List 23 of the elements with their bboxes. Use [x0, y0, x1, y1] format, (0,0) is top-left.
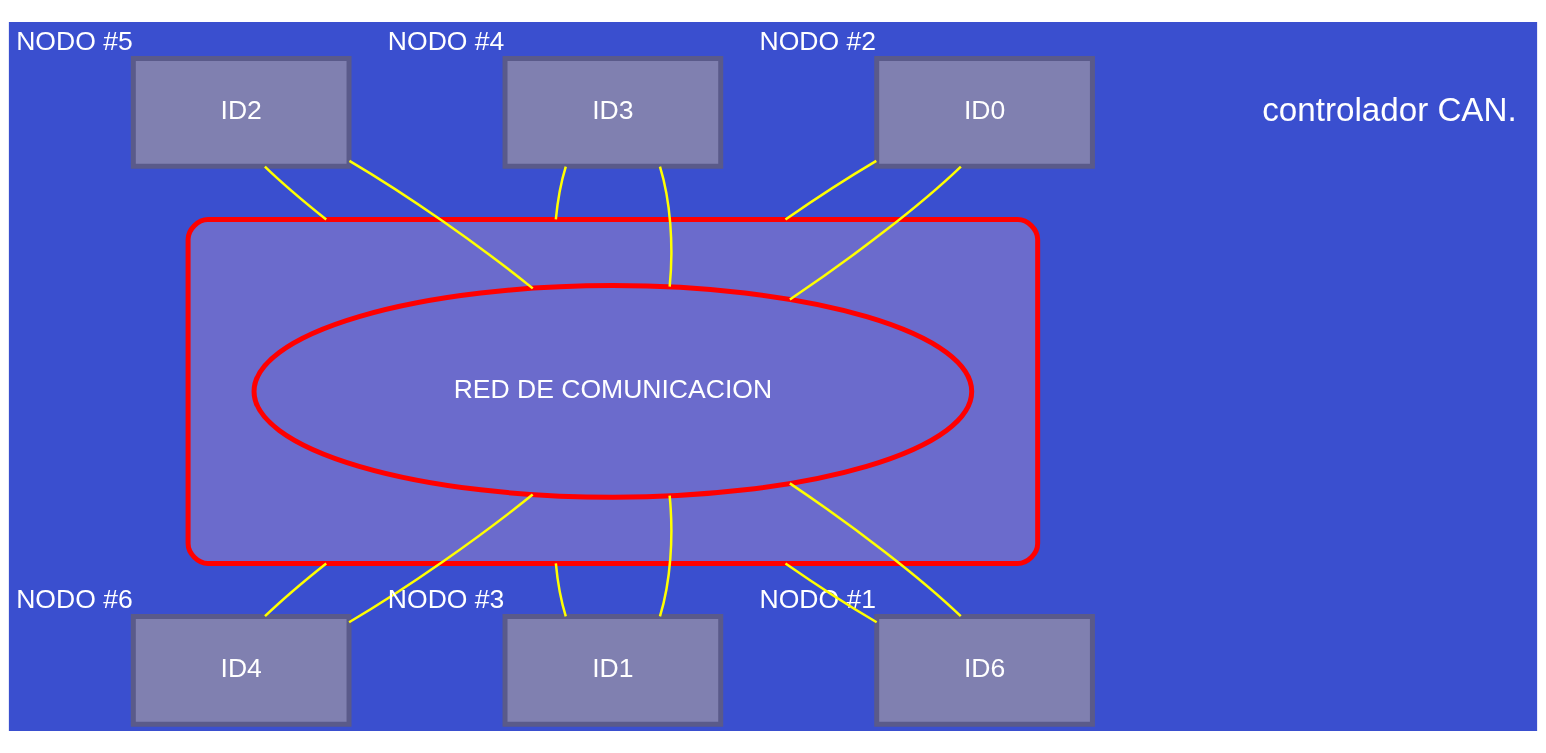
connector	[658, 166, 673, 287]
connector	[348, 159, 534, 290]
connector	[348, 493, 534, 624]
node-ellipse: RED DE COMUNICACION	[251, 283, 975, 500]
node-box: ID4	[130, 614, 352, 727]
node-box: ID6	[874, 614, 1095, 727]
connector	[554, 563, 567, 617]
node-box: ID3	[502, 56, 724, 169]
node-label: NODO #5	[16, 25, 133, 56]
node-label: NODO #1	[759, 583, 877, 614]
node-label: NODO #6	[16, 583, 133, 614]
node-box: ID2	[130, 56, 352, 169]
label: controlador CAN.	[1262, 90, 1517, 128]
node-label: NODO #3	[387, 583, 505, 614]
connector	[658, 495, 673, 617]
node-box: ID1	[502, 614, 724, 727]
node-label: NODO #2	[759, 25, 877, 56]
connector	[789, 482, 962, 618]
connector	[554, 166, 567, 220]
cluster	[185, 216, 1041, 566]
connector	[789, 165, 962, 301]
node-label: NODO #4	[387, 25, 505, 56]
node-box: ID0	[874, 56, 1095, 169]
